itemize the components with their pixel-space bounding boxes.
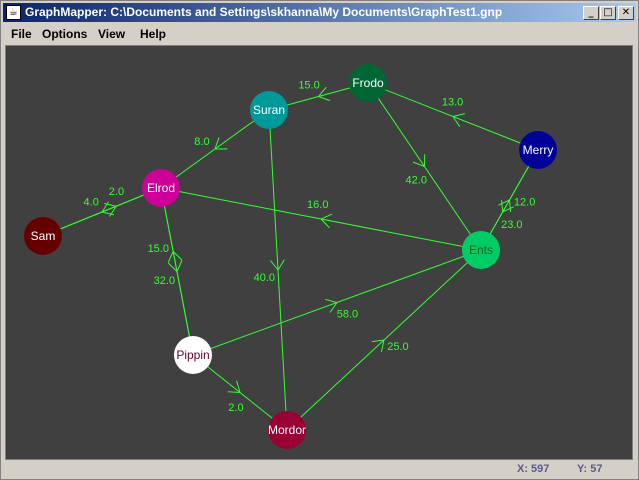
graph-canvas[interactable]: 15.0 13.0 42.0 12.0 23.0 8.0 40.0 16.0 4.0 2.0 32.… [5,45,633,460]
edge-weight-ents-elrod: 16.0 [307,199,328,211]
node-label-merry: Merry [523,143,554,157]
close-button[interactable]: ✕ [618,6,634,20]
node-label-pippin: Pippin [176,348,209,362]
node-frodo[interactable]: Frodo [349,64,387,102]
app-icon: ☕ [6,5,21,20]
status-bar: X: 597 Y: 57 [3,461,636,478]
node-circle-suran[interactable] [250,91,288,129]
edge-arrow-pippin-mordor [227,380,241,394]
edge-weight-frodo-suran: 15.0 [298,80,319,92]
edge-pippin-elrod[interactable] [160,187,194,356]
menu-file[interactable]: File [11,27,32,41]
node-circle-ents[interactable] [462,231,500,269]
edge-weight-elrod-sam: 4.0 [84,196,99,208]
node-suran[interactable]: Suran [250,91,288,129]
menu-help[interactable]: Help [140,27,167,41]
maximize-button[interactable]: □ [600,6,616,20]
edge-weight-pippin-mordor: 2.0 [228,402,243,414]
node-label-frodo: Frodo [352,76,384,90]
edge-arrow-frodo-suran [317,86,331,102]
node-circle-mordor[interactable] [268,411,306,449]
menu-view[interactable]: View [98,27,126,41]
edge-arrow-suran-mordor [270,259,285,271]
edge-arrow-pippin-elrod [167,250,183,263]
node-circle-sam[interactable] [24,217,62,255]
node-ents[interactable]: Ents [462,231,500,269]
node-pippin[interactable]: Pippin [174,336,212,374]
node-merry[interactable]: Merry [519,131,557,169]
menu-bar: File Options View Help [3,24,636,44]
edge-arrow-ents-elrod [320,213,333,229]
edge-sam-elrod[interactable] [42,187,162,237]
edge-arrow-suran-elrod [214,137,228,150]
node-elrod[interactable]: Elrod [142,169,180,207]
menu-options[interactable]: Options [42,27,88,41]
edge-weight-sam-elrod: 2.0 [109,186,124,198]
edge-arrow-merry-frodo [452,113,465,127]
cursor-y-readout: Y: 57 [577,463,603,475]
node-circle-elrod[interactable] [142,169,180,207]
edge-arrow-frodo-ents [412,154,426,168]
edge-weight-mordor-ents: 25.0 [387,341,408,353]
cursor-x-readout: X: 597 [517,463,550,475]
node-sam[interactable]: Sam [24,217,62,255]
edge-weight-frodo-ents: 42.0 [406,174,427,186]
edge-weight-merry-ents: 23.0 [501,219,522,231]
edge-arrow-sam-elrod [104,203,117,217]
graph-svg[interactable]: 15.0 13.0 42.0 12.0 23.0 8.0 40.0 16.0 4.0 2.0 32.… [6,46,632,459]
node-label-ents: Ents [469,243,493,257]
edge-weight-pippin-elrod: 15.0 [148,243,169,255]
edge-weight-merry-frodo: 13.0 [442,96,463,108]
node-label-mordor: Mordor [268,423,306,437]
edge-weight-suran-mordor: 40.0 [254,272,275,284]
node-circle-merry[interactable] [519,131,557,169]
node-circle-pippin[interactable] [174,336,212,374]
edge-weight-pippin-ents: 58.0 [337,309,358,321]
node-label-suran: Suran [253,103,285,117]
edge-weight-elrod-pippin: 32.0 [154,275,175,287]
minimize-button[interactable]: _ [583,6,599,20]
title-bar[interactable]: ☕ GraphMapper: C:\Documents and Settings… [3,3,636,22]
node-circle-frodo[interactable] [349,64,387,102]
edge-weight-suran-elrod: 8.0 [194,136,209,148]
edge-arrow-mordor-ents [371,339,385,353]
edge-merry-ents[interactable] [480,149,539,251]
edge-arrow-merry-ents [501,199,514,213]
edge-weight-ents-merry: 12.0 [514,197,535,209]
window-title: GraphMapper: C:\Documents and Settings\s… [25,5,503,19]
node-label-elrod: Elrod [147,181,175,195]
edge-arrow-pippin-ents [325,298,338,313]
node-label-sam: Sam [31,229,56,243]
node-mordor[interactable]: Mordor [268,411,306,449]
